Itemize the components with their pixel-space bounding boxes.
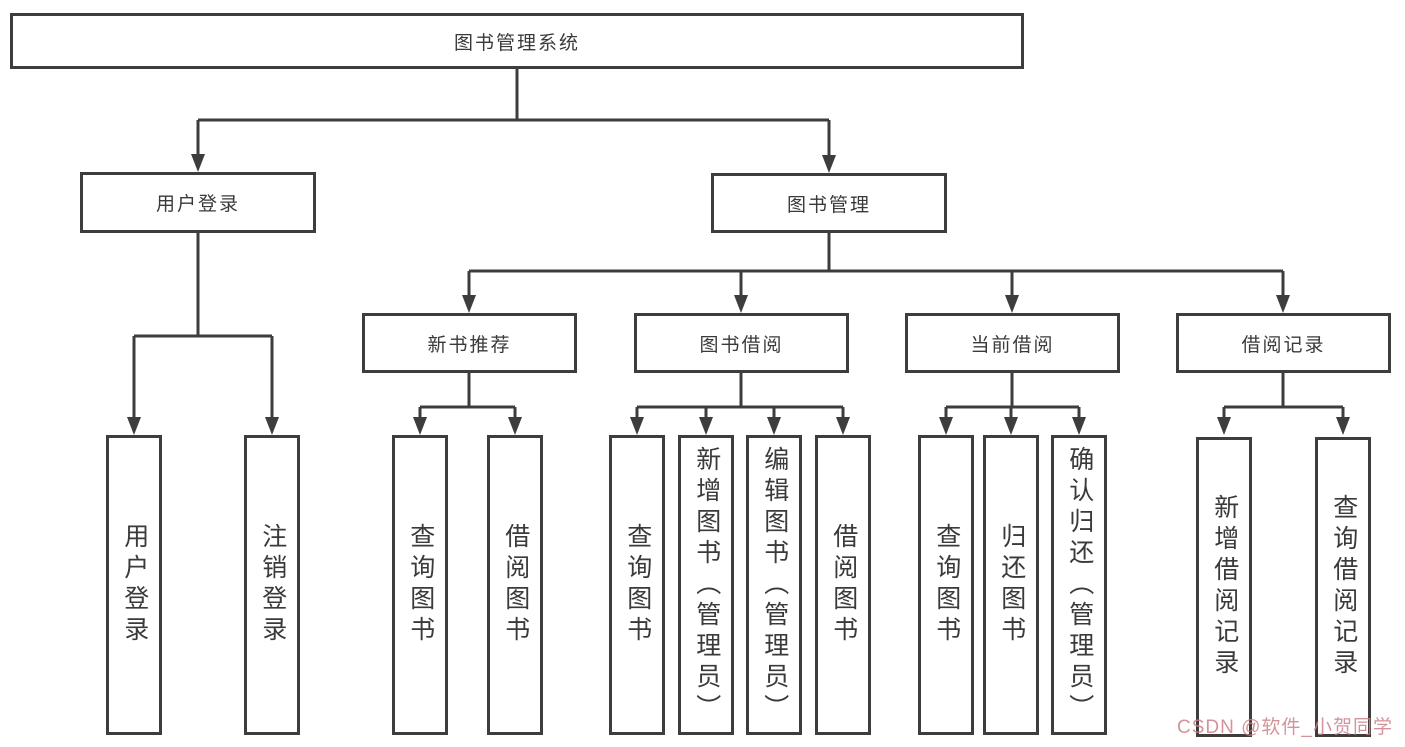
node-label: 借阅图书 — [501, 523, 530, 647]
leaf-logout: 注销登录 — [244, 435, 300, 735]
node-new-book-recommend: 新书推荐 — [362, 313, 577, 373]
node-label: 查询图书 — [406, 523, 435, 647]
leaf-add-borrow-record: 新增借阅记录 — [1196, 437, 1252, 737]
node-borrowing-records: 借阅记录 — [1176, 313, 1391, 373]
node-label: 图书管理 — [786, 194, 871, 216]
node-label: 用户登录 — [120, 523, 149, 647]
node-label: 查询借阅记录 — [1329, 494, 1358, 680]
leaf-borrow-books-recommend: 借阅图书 — [487, 435, 543, 735]
node-label: 确认归还（管理员） — [1065, 445, 1094, 725]
leaf-edit-books-admin: 编辑图书（管理员） — [746, 435, 802, 735]
node-label: 查询图书 — [932, 523, 961, 647]
node-user-login-branch: 用户登录 — [80, 172, 316, 233]
node-book-borrowing: 图书借阅 — [634, 313, 849, 373]
node-label: 用户登录 — [155, 194, 240, 215]
node-label: 图书借阅 — [699, 334, 784, 356]
node-label: 编辑图书（管理员） — [760, 445, 789, 725]
leaf-query-books-recommend: 查询图书 — [392, 435, 448, 735]
leaf-borrow-books: 借阅图书 — [815, 435, 871, 735]
node-label: 新书推荐 — [427, 334, 512, 356]
leaf-add-books-admin: 新增图书（管理员） — [678, 435, 734, 735]
node-label: 借阅记录 — [1241, 334, 1326, 356]
node-label: 当前借阅 — [970, 334, 1055, 356]
leaf-query-books-current: 查询图书 — [918, 435, 974, 735]
node-label: 新增图书（管理员） — [692, 445, 721, 725]
node-root-library-system: 图书管理系统 — [10, 13, 1024, 69]
csdn-watermark: CSDN @软件_小贺同学 — [1177, 717, 1393, 738]
leaf-return-books: 归还图书 — [983, 435, 1039, 735]
node-label: 注销登录 — [258, 523, 287, 647]
node-current-borrowing: 当前借阅 — [905, 313, 1120, 373]
node-label: 新增借阅记录 — [1210, 494, 1239, 680]
node-label: 借阅图书 — [829, 523, 858, 647]
node-label: 图书管理系统 — [453, 32, 580, 54]
node-label: 查询图书 — [623, 523, 652, 647]
node-label: 归还图书 — [997, 523, 1026, 647]
leaf-user-login: 用户登录 — [106, 435, 162, 735]
node-book-management-branch: 图书管理 — [711, 173, 947, 233]
leaf-query-books-borrow: 查询图书 — [609, 435, 665, 735]
leaf-confirm-return-admin: 确认归还（管理员） — [1051, 435, 1107, 735]
leaf-query-borrow-record: 查询借阅记录 — [1315, 437, 1371, 737]
